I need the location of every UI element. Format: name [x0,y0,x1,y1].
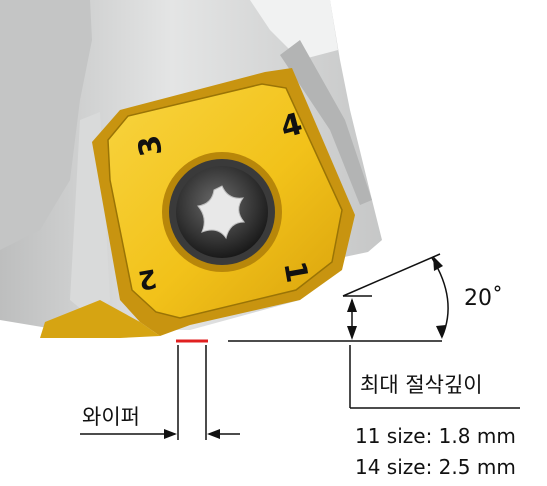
insert-marking-2: 2 [136,262,159,295]
size-11-label: 11 size: 1.8 mm [355,424,516,448]
angle-label: 20˚ [464,286,503,311]
size-14-label: 14 size: 2.5 mm [355,455,516,479]
dimension-arrows [164,256,446,439]
dimension-lines [80,253,520,440]
torx-screw-icon [162,152,282,272]
max-depth-label: 최대 절삭깊이 [360,373,483,397]
wiper-label: 와이퍼 [82,405,140,429]
